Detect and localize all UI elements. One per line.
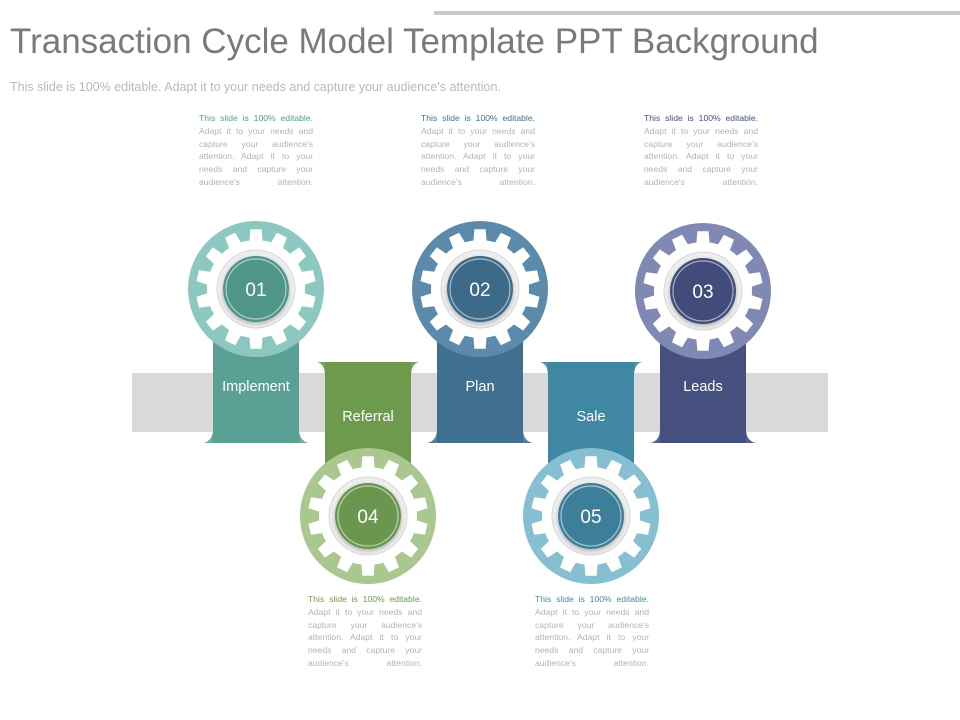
number-disc-ring-05: [560, 485, 622, 547]
step-number-03: 03: [692, 282, 713, 303]
ribbon-tab-05: [540, 362, 642, 376]
description-04: This slide is 100% editable. Adapt it to…: [308, 593, 422, 670]
number-disc-01: [223, 256, 289, 322]
cycle-step-04: 04 Referral: [300, 362, 436, 584]
ribbon-tab-02: [427, 429, 533, 443]
description-05: This slide is 100% editable. Adapt it to…: [535, 593, 649, 670]
step-number-05: 05: [580, 507, 601, 528]
description-03: This slide is 100% editable. Adapt it to…: [644, 112, 758, 189]
description-01-lead: This slide is 100% editable.: [199, 113, 313, 123]
description-03-body: Adapt it to your needs and capture your …: [644, 125, 758, 187]
step-number-01: 01: [245, 280, 266, 301]
description-05-lead: This slide is 100% editable.: [535, 594, 649, 604]
number-disc-ring-03: [672, 260, 734, 322]
description-04-lead: This slide is 100% editable.: [308, 594, 422, 604]
description-01: This slide is 100% editable. Adapt it to…: [199, 112, 313, 189]
step-label-implement: Implement: [222, 379, 290, 395]
number-disc-03: [670, 258, 736, 324]
description-02: This slide is 100% editable. Adapt it to…: [421, 112, 535, 189]
number-disc-05: [558, 483, 624, 549]
description-02-body: Adapt it to your needs and capture your …: [421, 125, 535, 187]
number-disc-ring-04: [337, 485, 399, 547]
description-04-body: Adapt it to your needs and capture your …: [308, 606, 422, 668]
page-subtitle: This slide is 100% editable. Adapt it to…: [10, 80, 501, 94]
cycle-step-05: 05 Sale: [523, 362, 659, 584]
ribbon-tab-04: [317, 362, 419, 376]
description-01-body: Adapt it to your needs and capture your …: [199, 125, 313, 187]
step-label-plan: Plan: [465, 379, 494, 395]
description-05-body: Adapt it to your needs and capture your …: [535, 606, 649, 668]
number-disc-ring-02: [449, 258, 511, 320]
step-label-leads: Leads: [683, 379, 723, 395]
step-label-sale: Sale: [576, 409, 605, 425]
step-number-02: 02: [469, 280, 490, 301]
top-rule: [434, 11, 960, 15]
ribbon-tab-03: [650, 429, 756, 443]
description-02-lead: This slide is 100% editable.: [421, 113, 535, 123]
page-title: Transaction Cycle Model Template PPT Bac…: [10, 22, 819, 61]
number-disc-ring-01: [225, 258, 287, 320]
number-disc-02: [447, 256, 513, 322]
number-disc-04: [335, 483, 401, 549]
ribbon-tab-01: [203, 429, 309, 443]
step-number-04: 04: [357, 507, 379, 528]
description-03-lead: This slide is 100% editable.: [644, 113, 758, 123]
step-label-referral: Referral: [342, 409, 394, 425]
